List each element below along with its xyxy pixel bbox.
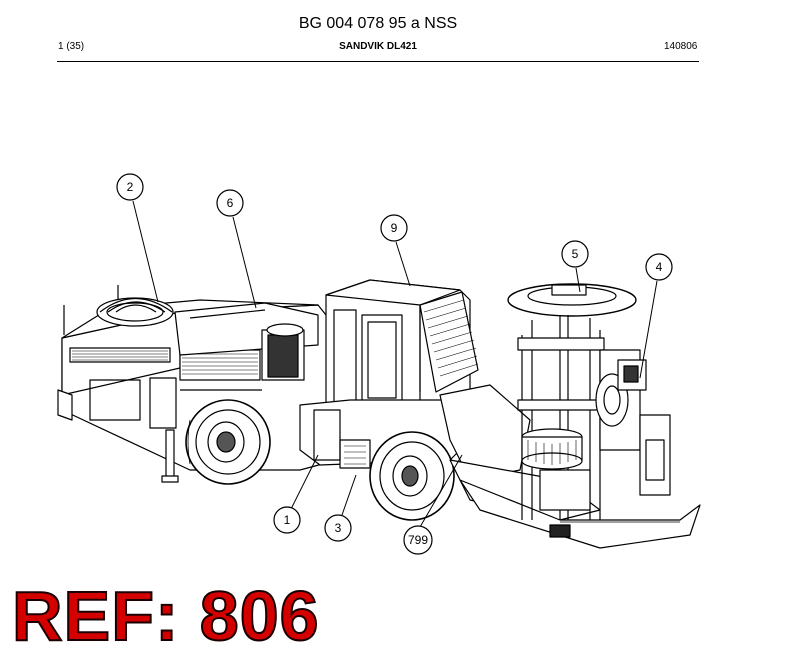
callout-1: 1 — [273, 506, 301, 534]
callout-leaders — [132, 200, 658, 528]
callout-3: 3 — [324, 514, 352, 542]
callout-799: 799 — [403, 525, 433, 555]
front-wheel — [369, 431, 455, 521]
callout-4: 4 — [645, 253, 673, 281]
page-indicator: 1 (35) — [58, 41, 85, 52]
callout-2: 2 — [116, 173, 144, 201]
cabin — [325, 279, 479, 421]
callout-2-label: 2 — [127, 180, 134, 194]
callout-9: 9 — [380, 214, 408, 242]
drill-mast — [507, 283, 671, 520]
callout-799-label: 799 — [408, 533, 428, 547]
boom — [439, 384, 701, 549]
callout-3-label: 3 — [335, 521, 342, 535]
reference-label: REF: 806 — [11, 576, 320, 656]
callout-4-label: 4 — [656, 260, 663, 274]
rear-wheel — [185, 399, 271, 485]
callout-5: 5 — [561, 240, 589, 268]
callout-1-label: 1 — [284, 513, 291, 527]
model-name: SANDVIK DL421 — [339, 41, 417, 52]
callout-6: 6 — [216, 189, 244, 217]
callout-5-label: 5 — [572, 247, 579, 261]
date-code: 140806 — [664, 41, 698, 52]
header-rule — [57, 61, 699, 62]
document-number: BG 004 078 95 a NSS — [298, 15, 458, 32]
callout-6-label: 6 — [227, 196, 234, 210]
callout-9-label: 9 — [391, 221, 398, 235]
